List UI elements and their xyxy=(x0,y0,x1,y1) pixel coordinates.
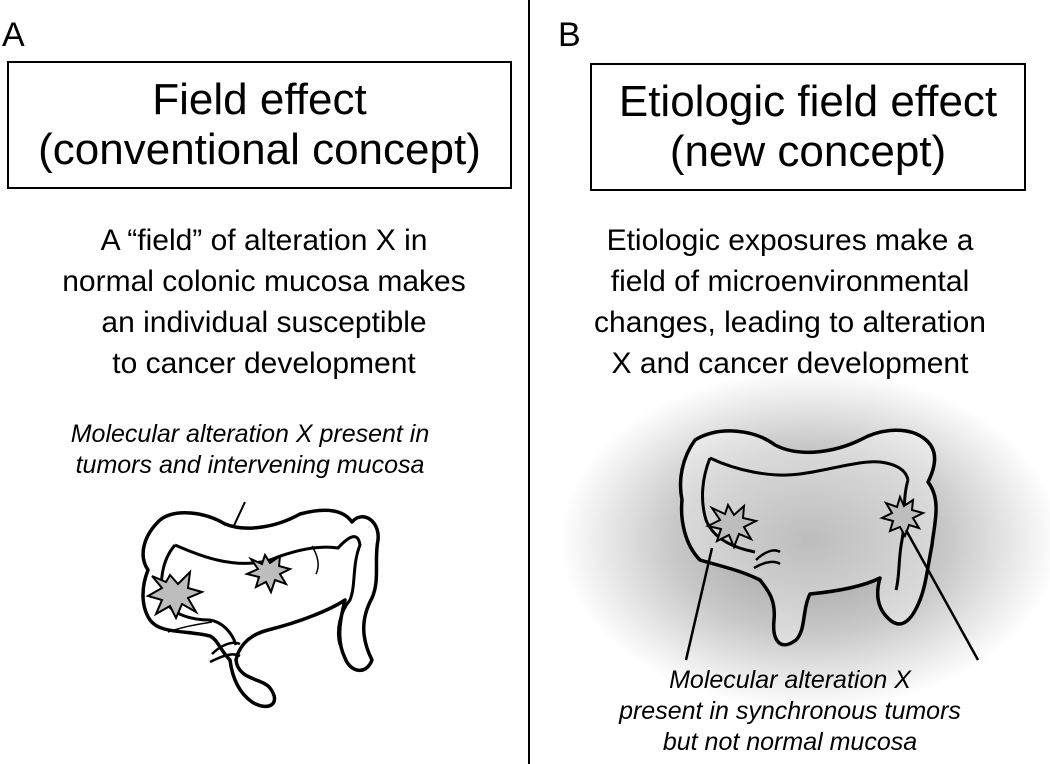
colon-inner-wall xyxy=(174,535,362,646)
title-line-2: (new concept) xyxy=(669,127,947,176)
colon-illustration-a xyxy=(141,501,380,709)
description-line-1: Etiologic exposures make a xyxy=(606,224,974,257)
title-line-1: Etiologic field effect xyxy=(618,77,998,126)
annotation-pointer-line xyxy=(684,547,714,661)
annotation-b: Molecular alteration X present in synchr… xyxy=(560,665,1020,758)
annotation-line-2: tumors and intervening mucosa xyxy=(75,451,425,479)
title-line-2: (conventional concept) xyxy=(38,125,481,174)
colon-inner-wall-left xyxy=(701,457,756,554)
description-line-4: to cancer development xyxy=(112,347,416,380)
panel-b: B Etiologic field effect (new concept) E… xyxy=(530,0,1050,764)
annotation-line-2: present in synchronous tumors xyxy=(619,697,961,725)
annotation-line-3: but not normal mucosa xyxy=(662,728,918,756)
description-line-1: A “field” of alteration X in xyxy=(100,224,428,257)
title-box-a: Field effect (conventional concept) xyxy=(7,61,512,189)
panel-label-b: B xyxy=(558,16,581,54)
description-line-3: changes, leading to alteration xyxy=(594,306,986,339)
description-line-3: an individual susceptible xyxy=(101,306,427,339)
annotation-pointer-line xyxy=(904,529,980,661)
title-line-1: Field effect xyxy=(152,75,367,124)
panel-label-a: A xyxy=(2,16,25,54)
description-line-4: X and cancer development xyxy=(611,347,969,380)
tumor-starburst xyxy=(879,494,926,539)
tumor-starburst xyxy=(243,552,293,595)
annotation-line-1: Molecular alteration X present in xyxy=(70,420,430,448)
etiologic-field-shading xyxy=(560,370,1050,710)
field-boundary-line xyxy=(311,545,319,575)
colon-inner-wall-right xyxy=(894,479,910,591)
description-a: A “field” of alteration X in normal colo… xyxy=(0,220,528,384)
tumor-starburst xyxy=(145,569,205,621)
colon-outer-wall xyxy=(678,428,938,647)
colon-illustration-b xyxy=(560,370,1050,710)
panel-divider xyxy=(528,0,530,764)
description-b: Etiologic exposures make a field of micr… xyxy=(530,220,1050,384)
description-line-2: field of microenvironmental xyxy=(610,265,970,298)
field-boundary-line xyxy=(167,621,213,633)
annotation-a: Molecular alteration X present in tumors… xyxy=(0,419,500,481)
panel-a: A Field effect (conventional concept) A … xyxy=(0,16,528,709)
sigmoid-twist xyxy=(753,549,781,570)
annotation-line-1: Molecular alteration X xyxy=(669,666,911,694)
description-line-2: normal colonic mucosa makes xyxy=(62,265,466,298)
title-box-b: Etiologic field effect (new concept) xyxy=(590,63,1026,191)
colon-inner-wall-left xyxy=(160,544,238,646)
sigmoid-twist xyxy=(209,641,241,664)
tumor-starburst xyxy=(705,502,759,550)
colon-outer-wall xyxy=(141,508,380,709)
colon-inner-wall xyxy=(709,456,910,481)
